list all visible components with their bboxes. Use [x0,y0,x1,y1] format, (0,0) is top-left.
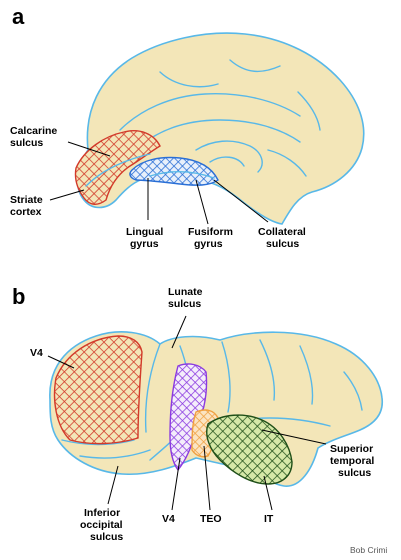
leader-collateral [213,179,269,223]
label-inferior-occipital-sulcus: Inferior occipital sulcus [80,507,126,543]
calcarine-sulcus-line [85,153,151,187]
leader-v4-top [47,355,75,369]
leader-striate [49,189,85,201]
label-it: IT [264,513,274,525]
leader-v4-bottom [171,457,181,511]
striate-cortex-region [74,130,161,205]
v4-ventral-region [169,363,208,472]
label-superior-temporal-sulcus: Superior temporal sulcus [330,443,377,479]
leader-fusiform [195,179,209,225]
panel-b: b Lunate sulcus V4 Superior tempo [12,284,384,543]
label-collateral-sulcus: Collateral sulcus [258,226,309,250]
label-lunate-sulcus: Lunate sulcus [168,286,205,310]
label-lingual-gyrus: Lingual gyrus [126,226,166,250]
leader-lunate [171,315,187,349]
label-fusiform-gyrus: Fusiform gyrus [188,226,236,250]
label-teo: TEO [200,513,222,525]
label-calcarine-sulcus: Calcarine sulcus [10,125,60,149]
panel-b-letter: b [12,284,25,309]
label-striate-cortex: Striate cortex [10,194,46,218]
leader-superior-temporal [261,429,327,445]
panel-a: a Calcarine sulcus Striate cortex Lingua… [10,4,365,250]
artist-credit: Bob Crimi [350,545,387,555]
leader-teo [203,445,211,511]
label-v4-top: V4 [30,347,43,359]
panel-a-letter: a [12,4,25,29]
leader-it [263,475,273,511]
v4-dorsal-region [53,335,143,445]
label-v4-bottom: V4 [162,513,175,525]
lunate-sulcus-line [144,343,161,433]
leader-inferior-occipital [107,465,119,505]
collateral-sulcus-line [149,171,215,179]
leader-calcarine [67,141,111,157]
